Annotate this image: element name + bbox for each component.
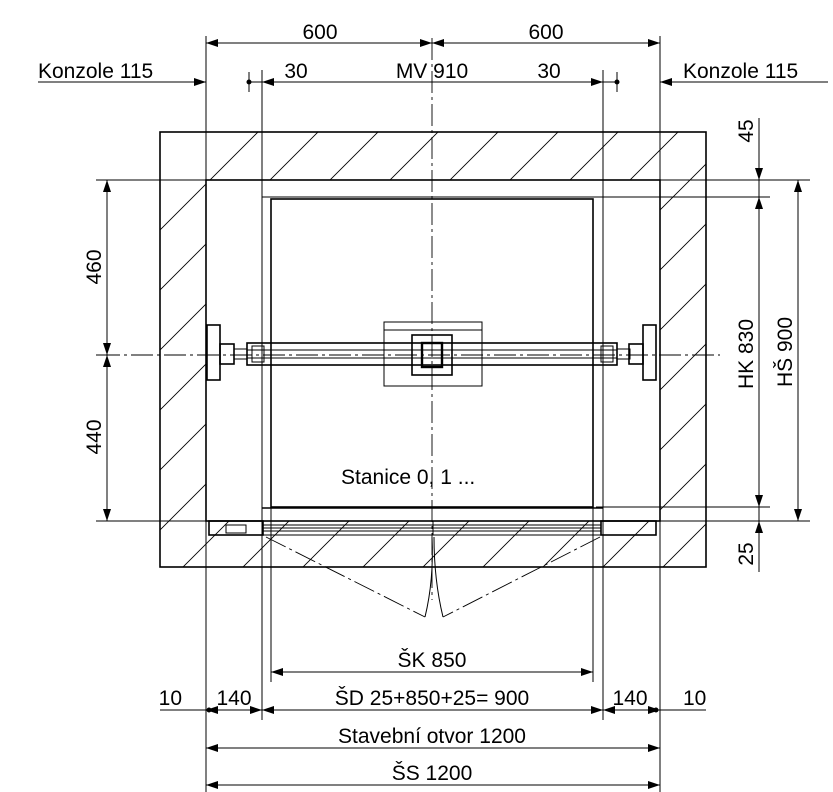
label-konzole-right: Konzole 115 [683, 60, 798, 83]
label-konzole-left: Konzole 115 [38, 60, 153, 83]
label-otvor: Stavební otvor 1200 [338, 725, 526, 748]
label-460: 460 [83, 249, 106, 284]
label-gap-30-left: 30 [284, 60, 307, 83]
label-hs: HŠ 900 [774, 317, 797, 387]
label-ss: ŠS 1200 [392, 762, 473, 785]
dimension-lines [38, 39, 828, 789]
centerlines [98, 38, 720, 600]
cabin [261, 196, 604, 509]
label-sd: ŠD 25+850+25= 900 [335, 687, 529, 710]
label-140-left: 140 [216, 687, 251, 710]
label-gap-30-right: 30 [537, 60, 560, 83]
suspension-point [383, 321, 483, 387]
label-10-left: 10 [159, 687, 182, 710]
label-140-right: 140 [612, 687, 647, 710]
label-440: 440 [83, 419, 106, 454]
label-sk: ŠK 850 [398, 649, 467, 672]
label-25: 25 [735, 542, 758, 565]
label-45: 45 [735, 119, 758, 142]
guide-rail-right [616, 324, 657, 381]
label-hk: HK 830 [735, 319, 758, 389]
extension-lines [96, 36, 810, 792]
label-top-600-right: 600 [528, 21, 563, 44]
door-swing [265, 536, 601, 618]
label-top-600-left: 600 [302, 21, 337, 44]
label-mv: MV 910 [396, 60, 468, 83]
guide-rail-left [206, 324, 248, 381]
door-sill [208, 520, 657, 536]
label-10-right: 10 [683, 687, 706, 710]
dimension-labels: 600 600 Konzole 115 30 MV 910 30 Konzole… [38, 21, 798, 785]
label-stanice: Stanice 0, 1 ... [341, 466, 475, 489]
